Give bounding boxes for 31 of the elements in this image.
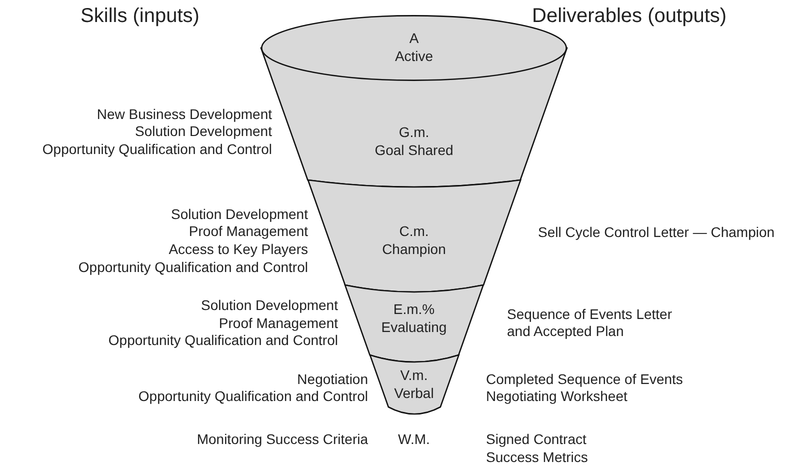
skill-text: Opportunity Qualification and Control: [108, 331, 338, 349]
stage-code: V.m.: [399, 366, 429, 384]
deliverable-text: Completed Sequence of Events: [486, 370, 683, 388]
column-heading: Deliverables (outputs): [532, 4, 727, 28]
skill-text: Opportunity Qualification and Control: [42, 140, 272, 158]
skill-text: Solution Development: [201, 296, 338, 314]
deliverable-text: Sequence of Events Letter: [507, 305, 672, 323]
stage-code: E.m.%: [392, 300, 436, 318]
stage-code: C.m.: [398, 222, 430, 240]
skill-text: Opportunity Qualification and Control: [138, 387, 368, 405]
skill-text: Access to Key Players: [168, 240, 308, 258]
stage-code: A: [408, 29, 420, 47]
column-heading: Skills (inputs): [80, 4, 200, 28]
skill-text: Monitoring Success Criteria: [196, 430, 368, 448]
stage-code: W.M.: [398, 430, 430, 448]
stage-name: Active: [394, 47, 434, 65]
stage-name: Champion: [381, 240, 447, 258]
skill-text: Opportunity Qualification and Control: [78, 258, 308, 276]
skill-text: Solution Development: [171, 205, 308, 223]
skill-text: New Business Development: [96, 105, 272, 123]
skill-text: Proof Management: [188, 222, 308, 240]
deliverable-text: and Accepted Plan: [507, 322, 624, 340]
deliverable-text: Signed Contract: [486, 430, 586, 448]
stage-name: Verbal: [393, 384, 435, 402]
skill-text: Proof Management: [218, 314, 338, 332]
skill-text: Negotiation: [297, 370, 368, 388]
skill-text: Solution Development: [135, 122, 272, 140]
deliverable-text: Negotiating Worksheet: [486, 387, 628, 405]
deliverable-text: Success Metrics: [486, 448, 588, 466]
stage-name: Evaluating: [380, 318, 448, 336]
deliverable-text: Sell Cycle Control Letter — Champion: [538, 223, 775, 241]
